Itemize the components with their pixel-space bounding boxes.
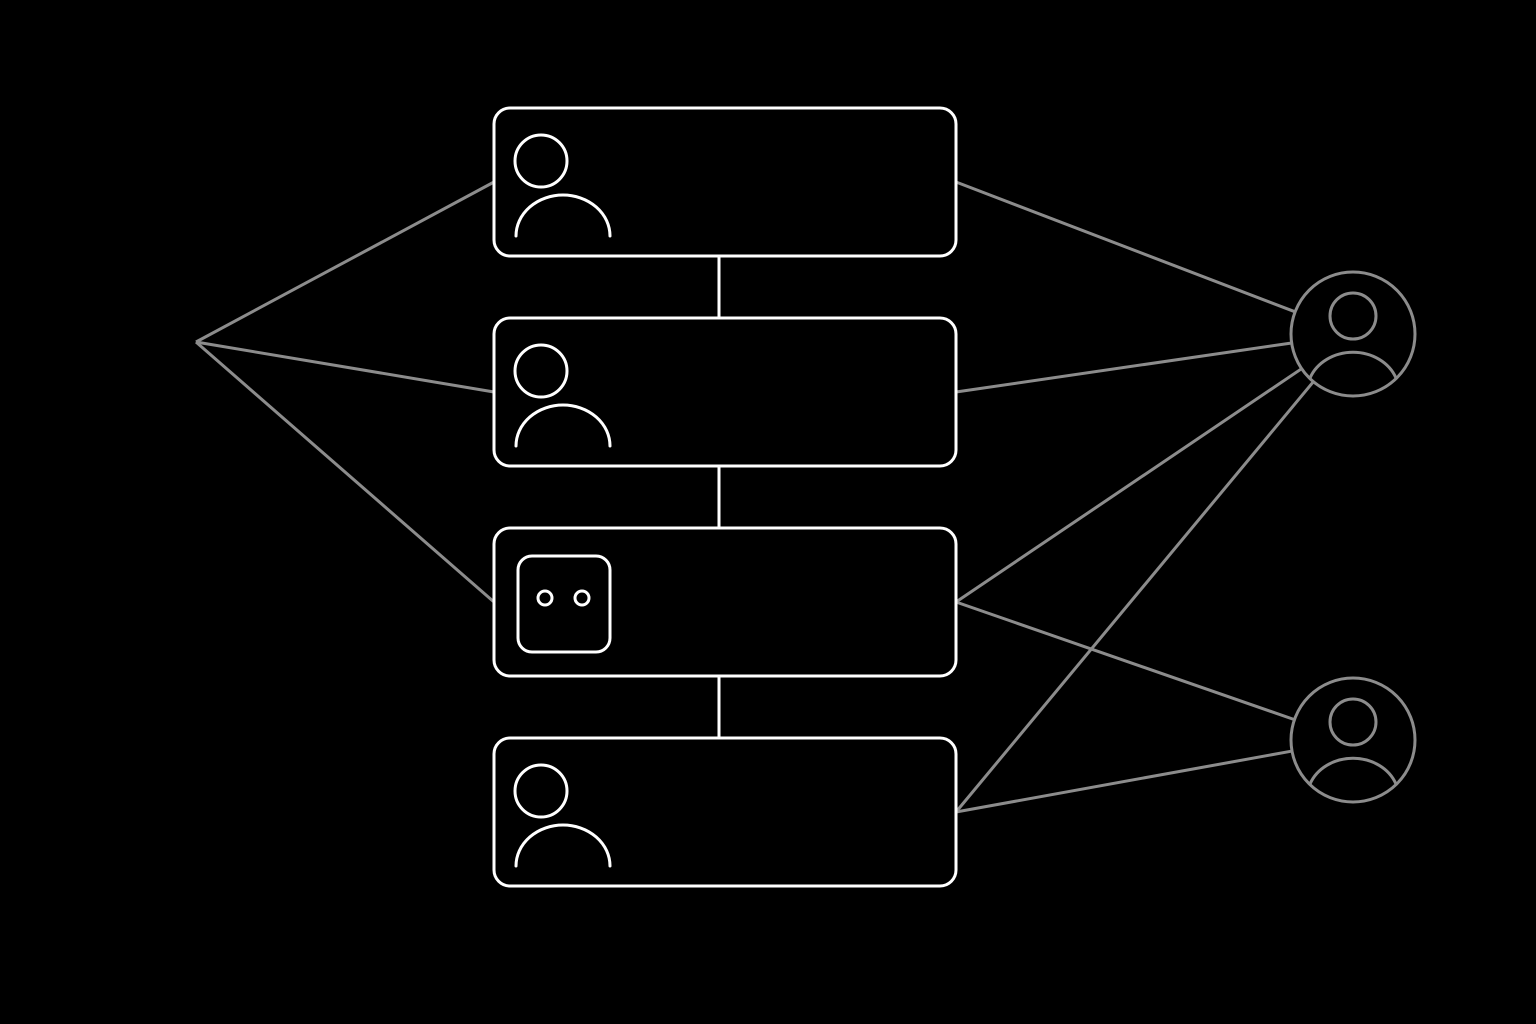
- card-3: [492, 526, 958, 678]
- hub-edge-card-3: [195, 340, 495, 604]
- user-icon: [513, 763, 612, 868]
- edge-card-4-peer-2: [955, 749, 1293, 814]
- user-circle-icon: [1308, 697, 1398, 785]
- edge-card-2-peer-1: [955, 341, 1292, 394]
- peer-1: [1289, 270, 1417, 398]
- card-frame: [492, 526, 958, 678]
- user-circle-icon: [1308, 291, 1398, 379]
- card-frame: [492, 106, 958, 258]
- peer-frame: [1289, 270, 1417, 398]
- card-4: [492, 736, 958, 888]
- hub-edge-card-1: [195, 180, 495, 344]
- edge-card-3-peer-1: [955, 367, 1303, 604]
- bot-icon: [516, 554, 612, 654]
- card-stack: [492, 106, 958, 888]
- user-icon: [513, 343, 612, 448]
- edge-layer: [195, 180, 1315, 814]
- card-frame: [492, 316, 958, 468]
- peer-layer: [1289, 270, 1417, 804]
- user-icon: [513, 133, 612, 238]
- edge-card-4-peer-1: [954, 380, 1315, 813]
- peer-2: [1289, 676, 1417, 804]
- hub-edge-card-2: [195, 340, 495, 394]
- edge-card-3-peer-2: [955, 600, 1295, 722]
- card-frame: [492, 736, 958, 888]
- peer-frame: [1289, 676, 1417, 804]
- edge-card-1-peer-1: [955, 180, 1296, 314]
- card-1: [492, 106, 958, 258]
- card-2: [492, 316, 958, 468]
